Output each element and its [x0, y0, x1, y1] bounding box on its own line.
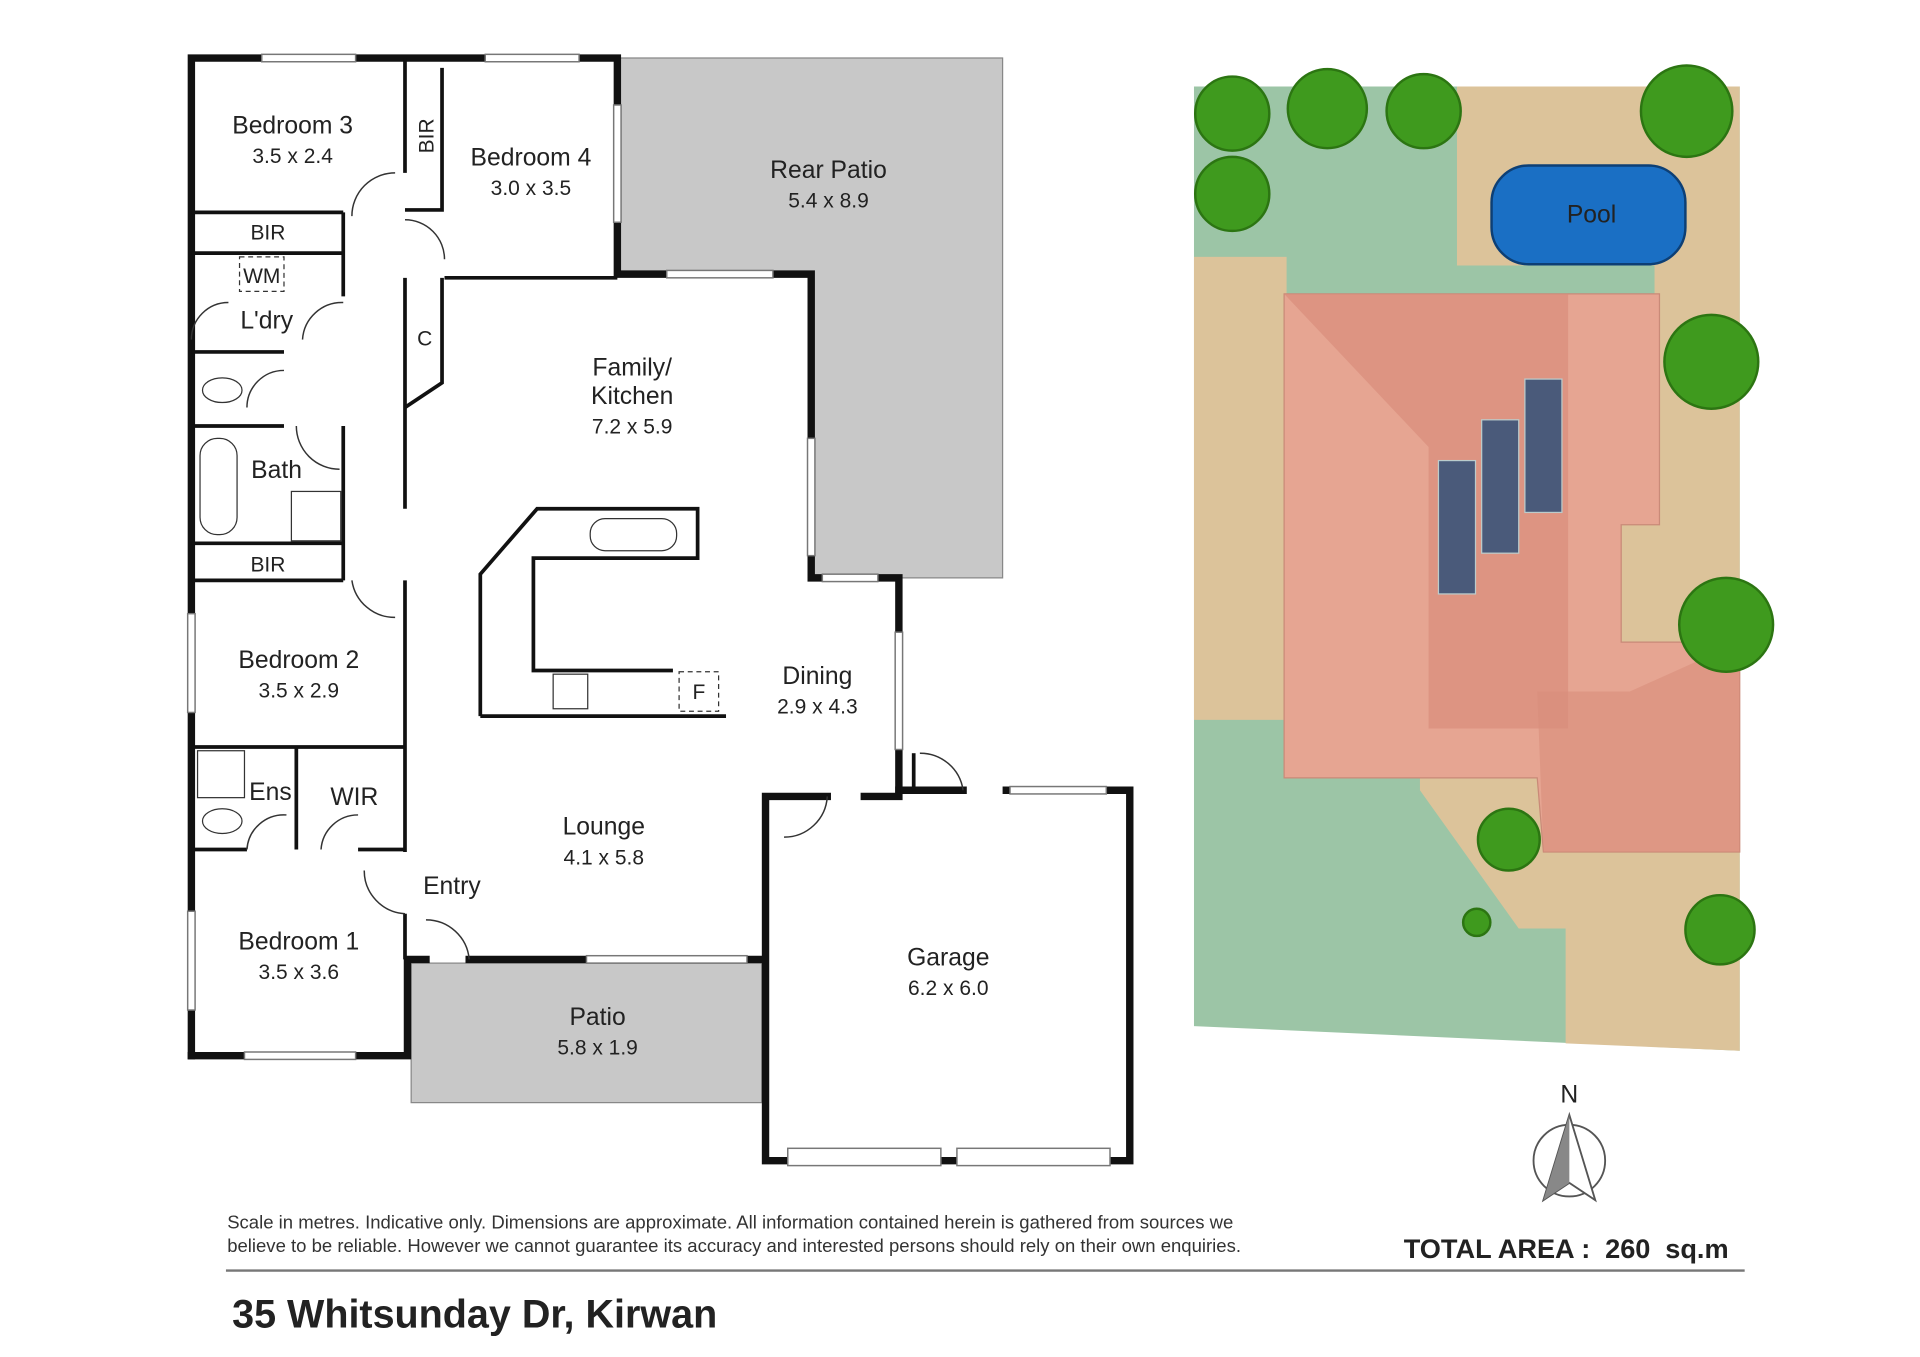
- room-name: Kitchen: [591, 383, 673, 410]
- toilet-icon: [201, 377, 243, 404]
- bath-label: Bath: [251, 457, 302, 484]
- room-name: Garage: [907, 945, 989, 972]
- washing-machine-space: [238, 256, 285, 293]
- room-name: Dining: [782, 663, 852, 690]
- wm-label: WM: [243, 265, 280, 288]
- room-name: Bedroom 1: [238, 929, 359, 956]
- room-name: Bedroom 2: [238, 647, 359, 674]
- room-name: Bedroom 4: [471, 144, 592, 171]
- wir-label: WIR: [330, 784, 378, 811]
- room-name: Patio: [569, 1004, 625, 1031]
- ensuite-shower-icon: [196, 750, 246, 799]
- room-name: Bedroom 3: [232, 112, 353, 139]
- total-area-label: TOTAL AREA :: [1404, 1233, 1591, 1264]
- pool: [1490, 164, 1687, 266]
- room-dimensions: 7.2 x 5.9: [592, 415, 673, 438]
- bir-label: BIR: [250, 222, 285, 245]
- room-dimensions: 6.2 x 6.0: [908, 977, 989, 1000]
- toilet-icon: [201, 808, 243, 835]
- fridge-space: [678, 671, 720, 712]
- bathtub-icon: [199, 437, 238, 536]
- room-name: Lounge: [563, 814, 645, 841]
- entry-label: Entry: [423, 873, 481, 900]
- site-plan: Pool: [1193, 64, 1775, 1051]
- windows: [186, 53, 1111, 1167]
- bir-label: BIR: [415, 118, 438, 153]
- doors: [190, 172, 964, 960]
- solar-panels: [1437, 378, 1563, 595]
- cupboard-label: C: [417, 328, 432, 351]
- shower-icon: [290, 490, 342, 542]
- property-address: 35 Whitsunday Dr, Kirwan: [232, 1292, 717, 1336]
- total-area: TOTAL AREA : 260 sq.m: [1404, 1233, 1729, 1264]
- room-name: Rear Patio: [770, 157, 887, 184]
- room-dimensions: 3.5 x 2.4: [252, 145, 333, 168]
- total-area-value: 260: [1605, 1233, 1650, 1264]
- room-dimensions: 3.0 x 3.5: [491, 177, 572, 200]
- bir-label: BIR: [250, 554, 285, 577]
- trees: [1193, 64, 1775, 966]
- room-dimensions: 5.4 x 8.9: [788, 189, 869, 212]
- room-dimensions: 4.1 x 5.8: [564, 846, 645, 869]
- sink-icon: [589, 517, 678, 552]
- north-label: N: [1560, 1082, 1578, 1109]
- disclaimer-line1: Scale in metres. Indicative only. Dimens…: [227, 1212, 1233, 1233]
- laundry-label: L'dry: [240, 307, 293, 334]
- room-dimensions: 2.9 x 4.3: [777, 696, 858, 719]
- north-arrow-icon: [1532, 1111, 1607, 1203]
- kitchen-bench: [196, 256, 727, 835]
- total-area-unit: sq.m: [1665, 1233, 1728, 1264]
- patio-area: [410, 962, 763, 1104]
- room-dimensions: 3.5 x 2.9: [259, 680, 340, 703]
- room-dimensions: 3.5 x 3.6: [259, 961, 340, 984]
- ensuite-label: Ens: [249, 779, 292, 806]
- pool-label: Pool: [1567, 201, 1616, 228]
- room-dimensions: 5.8 x 1.9: [557, 1036, 637, 1059]
- room-name: Family/: [592, 354, 672, 381]
- cooktop-icon: [552, 673, 589, 710]
- fridge-label: F: [692, 681, 705, 704]
- disclaimer-line2: believe to be reliable. However we canno…: [227, 1235, 1241, 1256]
